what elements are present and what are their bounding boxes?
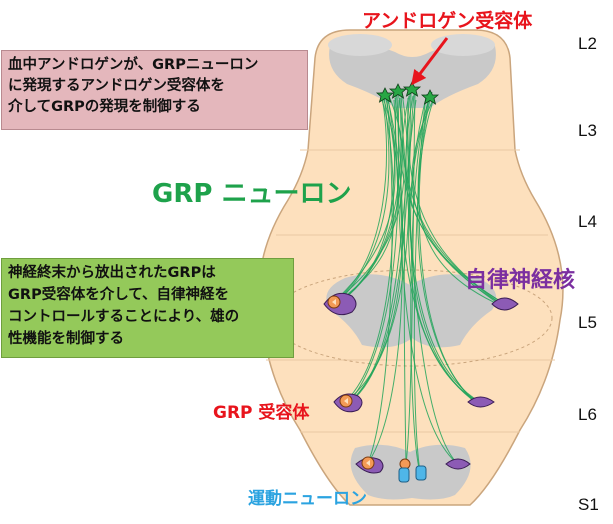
grp-function-line: コントロールすることにより、雄の — [8, 309, 240, 325]
grp-fiber — [335, 97, 402, 306]
grp-receptor-neuron-left-s1 — [355, 456, 384, 474]
grp-fiber — [333, 95, 405, 303]
androgen-receptor-label: アンドロゲン受容体 — [362, 10, 533, 32]
grp-neuron-soma — [388, 83, 408, 99]
grp-neuron-soma — [375, 87, 395, 103]
level-label-l2: L2 — [578, 34, 597, 53]
motor-neuron-label: 運動ニューロン — [248, 489, 367, 509]
grp-fiber — [413, 95, 427, 473]
grp-neuron-soma — [402, 81, 422, 97]
level-label-s1: S1 — [578, 495, 599, 514]
androgen-explanation-line: 血中アンドロゲンが、GRPニューロン — [8, 57, 259, 73]
grp-fiber — [417, 97, 479, 405]
level-label-l3: L3 — [578, 121, 597, 140]
grp-function-line: 性機能を制御する — [8, 331, 124, 347]
gray-matter-s1 — [350, 444, 471, 500]
dorsal-horn-cap — [328, 34, 392, 56]
grp-neuron-cell-bodies — [375, 81, 440, 105]
grp-fiber — [367, 99, 393, 464]
grp-function-line: GRP受容体を介して、自律神経を — [8, 287, 230, 303]
autonomic-neuron-right-s1 — [445, 458, 471, 470]
motor-neurons — [398, 458, 427, 483]
grp-receptor-neuron-left-l6 — [333, 393, 363, 413]
level-label-l6: L6 — [578, 405, 597, 424]
androgen-receptor-arrow — [411, 37, 449, 86]
grp-fiber — [418, 91, 476, 402]
androgen-explanation-line: 介してGRPの発現を制御する — [8, 99, 201, 115]
androgen-explanation-line: に発現するアンドロゲン受容体を — [8, 78, 225, 94]
grp-fiber — [349, 99, 417, 403]
grp-neuron-label: GRP ニューロン — [152, 179, 352, 209]
androgen-explanation-box: 血中アンドロゲンが、GRPニューロン に発現するアンドロゲン受容体を 介してGR… — [1, 50, 308, 130]
grp-fiber — [403, 93, 411, 465]
grp-fiber — [339, 95, 390, 301]
grp-fiber-bundle — [333, 91, 506, 473]
gray-matter-l5 — [326, 274, 497, 348]
autonomic-neuron-left-l5 — [323, 292, 357, 316]
grp-fiber — [345, 91, 404, 402]
grp-fiber — [349, 91, 412, 403]
autonomic-nucleus-label: 自律神経核 — [465, 268, 576, 293]
grp-function-line: 神経終末から放出されたGRPは — [8, 265, 216, 281]
grp-function-box: 神経終末から放出されたGRPは GRP受容体を介して、自律神経を コントロールす… — [1, 258, 294, 358]
grp-fiber — [410, 93, 476, 402]
level-label-l5: L5 — [578, 313, 597, 332]
grp-neuron-soma — [420, 89, 440, 105]
grp-receptor-label: GRP 受容体 — [213, 403, 310, 423]
level-label-l4: L4 — [578, 212, 597, 231]
autonomic-neuron-right-l5 — [491, 297, 519, 311]
grp-fiber — [333, 91, 387, 303]
autonomic-neuron-right-l6 — [467, 396, 495, 408]
